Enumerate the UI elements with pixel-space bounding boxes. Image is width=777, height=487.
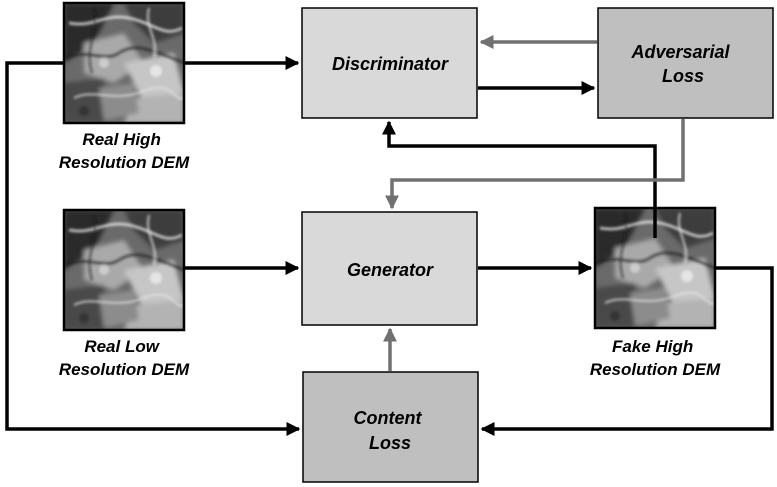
arrow-fake-high-to-content-loss (480, 266, 774, 436)
real-low-resolution-dem-image (62, 208, 186, 332)
arrow-adversarial-loss-to-generator (385, 119, 685, 210)
content-loss-box: Content Loss (302, 371, 479, 483)
fake-high-caption: Fake High Resolution DEM (590, 337, 721, 379)
generator-box: Generator (301, 211, 478, 326)
arrow-fake-high-to-discriminator (382, 120, 657, 238)
real-low-caption: Real Low Resolution DEM (59, 337, 190, 379)
discriminator-box: Discriminator (301, 7, 478, 119)
content-loss-label: Content Loss (354, 408, 427, 453)
adversarial-loss-label: Adversarial Loss (630, 42, 734, 86)
adversarial-loss-box: Adversarial Loss (597, 7, 774, 119)
discriminator-label: Discriminator (332, 54, 449, 74)
arrow-real-high-to-content-loss (5, 61, 301, 436)
real-high-caption: Real High Resolution DEM (59, 130, 190, 172)
generator-label: Generator (347, 260, 434, 280)
real-high-resolution-dem-image (62, 1, 186, 125)
